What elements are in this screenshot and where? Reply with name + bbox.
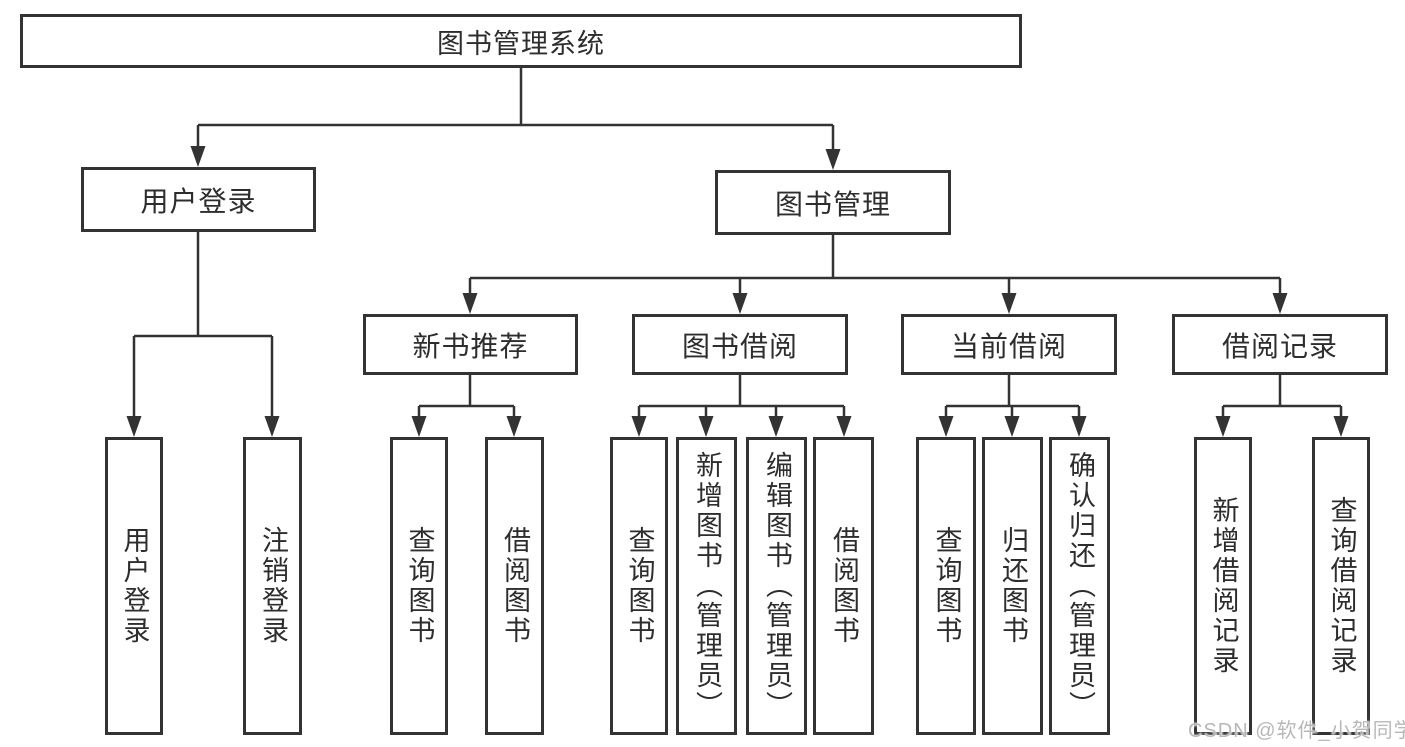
leaf-user-login: 用户登录	[105, 437, 163, 735]
leaf-confirm-return-admin-label: 确认归还（管理员）	[1065, 451, 1095, 721]
leaf-borrow-books-borrowing: 借阅图书	[813, 437, 874, 735]
leaf-query-borrow-record: 查询借阅记录	[1312, 437, 1370, 735]
leaf-edit-book-admin-label: 编辑图书（管理员）	[762, 451, 792, 721]
watermark: CSDN @软件_小贺同学	[1188, 720, 1405, 742]
leaf-query-books-current: 查询图书	[916, 437, 976, 735]
leaf-query-books-current-label: 查询图书	[931, 526, 962, 646]
leaf-logout-label: 注销登录	[258, 526, 288, 646]
leaf-return-book-label: 归还图书	[998, 526, 1028, 646]
node-user-login: 用户登录	[81, 167, 316, 232]
leaf-add-borrow-record: 新增借阅记录	[1194, 437, 1252, 735]
leaf-borrow-books-recommend-label: 借阅图书	[500, 526, 530, 646]
node-book-borrowing-label: 图书借阅	[681, 330, 798, 362]
leaf-add-book-admin: 新增图书（管理员）	[676, 437, 737, 735]
node-book-borrowing: 图书借阅	[632, 314, 848, 375]
leaf-user-login-label: 用户登录	[119, 526, 150, 646]
node-borrowing-records-label: 借阅记录	[1221, 330, 1338, 362]
leaf-add-book-admin-label: 新增图书（管理员）	[692, 451, 722, 721]
node-user-login-label: 用户登录	[140, 185, 257, 217]
leaf-borrow-books-borrowing-label: 借阅图书	[829, 526, 859, 646]
leaf-query-books-borrowing: 查询图书	[610, 437, 668, 735]
node-borrowing-records: 借阅记录	[1172, 314, 1388, 375]
leaf-query-books-recommend: 查询图书	[390, 437, 448, 735]
node-new-book-recommendation: 新书推荐	[363, 314, 578, 375]
leaf-query-books-recommend-label: 查询图书	[404, 526, 435, 646]
node-current-borrowing-label: 当前借阅	[950, 330, 1067, 362]
node-library-system-label: 图书管理系统	[437, 28, 605, 59]
leaf-logout: 注销登录	[243, 437, 302, 735]
leaf-return-book: 归还图书	[982, 437, 1043, 735]
leaf-query-books-borrowing-label: 查询图书	[624, 526, 655, 646]
leaf-add-borrow-record-label: 新增借阅记录	[1208, 496, 1239, 676]
leaf-confirm-return-admin: 确认归还（管理员）	[1049, 437, 1110, 735]
node-book-management-label: 图书管理	[774, 188, 891, 220]
node-new-book-recommendation-label: 新书推荐	[412, 330, 529, 362]
node-library-system: 图书管理系统	[20, 14, 1022, 68]
leaf-query-borrow-record-label: 查询借阅记录	[1326, 496, 1357, 676]
leaf-borrow-books-recommend: 借阅图书	[485, 437, 544, 735]
node-book-management: 图书管理	[715, 170, 951, 235]
node-current-borrowing: 当前借阅	[901, 314, 1117, 375]
leaf-edit-book-admin: 编辑图书（管理员）	[746, 437, 807, 735]
